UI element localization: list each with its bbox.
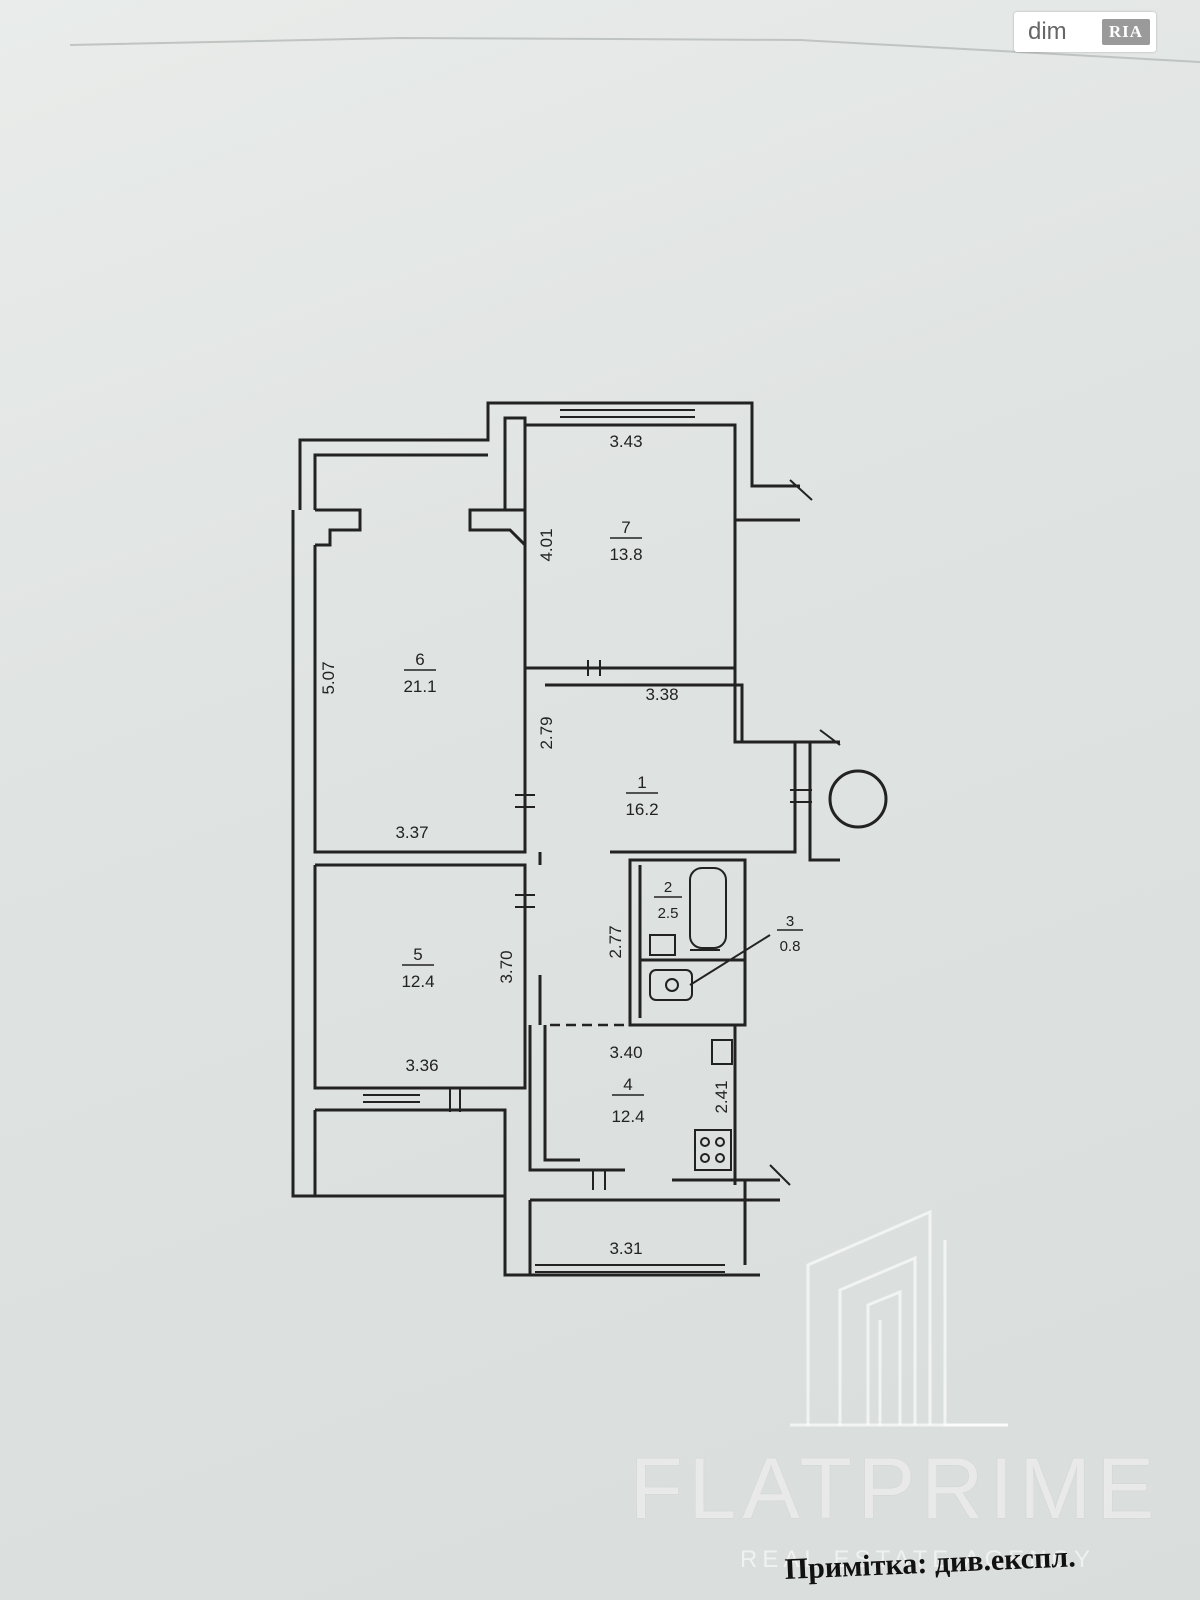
paper-fold-line (69, 36, 1200, 63)
badge-text: dim (1028, 18, 1067, 45)
room-area-1: 16.2 (625, 800, 658, 819)
watermark-brand-name: FLATPRIME (630, 1441, 1161, 1537)
room-area-5: 12.4 (401, 972, 434, 991)
dimension-label: 3.38 (645, 685, 678, 704)
dimension-label: 3.40 (609, 1043, 642, 1062)
dimension-label: 2.41 (712, 1080, 731, 1113)
room-number-4: 4 (623, 1075, 632, 1094)
door-marks (449, 479, 841, 1190)
dimension-label: 5.07 (319, 661, 338, 694)
dimension-label: 2.77 (606, 925, 625, 958)
windows (363, 402, 725, 1273)
room-area-4: 12.4 (611, 1107, 644, 1126)
room-area-2: 2.5 (658, 905, 679, 922)
dimension-label: 3.36 (405, 1056, 438, 1075)
dim-ria-badge: dim RIA (1014, 12, 1156, 52)
room-number-7: 7 (621, 518, 630, 537)
walls (291, 401, 840, 1277)
room-number-3: 3 (786, 913, 794, 930)
bath-fixtures (649, 867, 771, 1171)
dimension-label: 3.70 (497, 950, 516, 983)
dimension-label: 3.43 (609, 432, 642, 451)
room-area-3: 0.8 (780, 938, 801, 955)
dimension-label: 2.79 (537, 716, 556, 749)
room-area-7: 13.8 (609, 545, 642, 564)
room-number-6: 6 (415, 650, 424, 669)
watermark-tagline: REAL ESTATE AGENCY (740, 1546, 1095, 1573)
ria-logo: RIA (1101, 19, 1150, 45)
dimension-label: 3.31 (609, 1239, 642, 1258)
room-number-1: 1 (637, 773, 646, 792)
dimension-label: 3.37 (395, 823, 428, 842)
dimension-label: 4.01 (537, 528, 556, 561)
room-number-2: 2 (664, 879, 672, 896)
building-outline-icon (790, 1209, 1008, 1427)
room-number-5: 5 (413, 945, 422, 964)
round-column (828, 769, 888, 829)
room-area-6: 21.1 (403, 677, 436, 696)
